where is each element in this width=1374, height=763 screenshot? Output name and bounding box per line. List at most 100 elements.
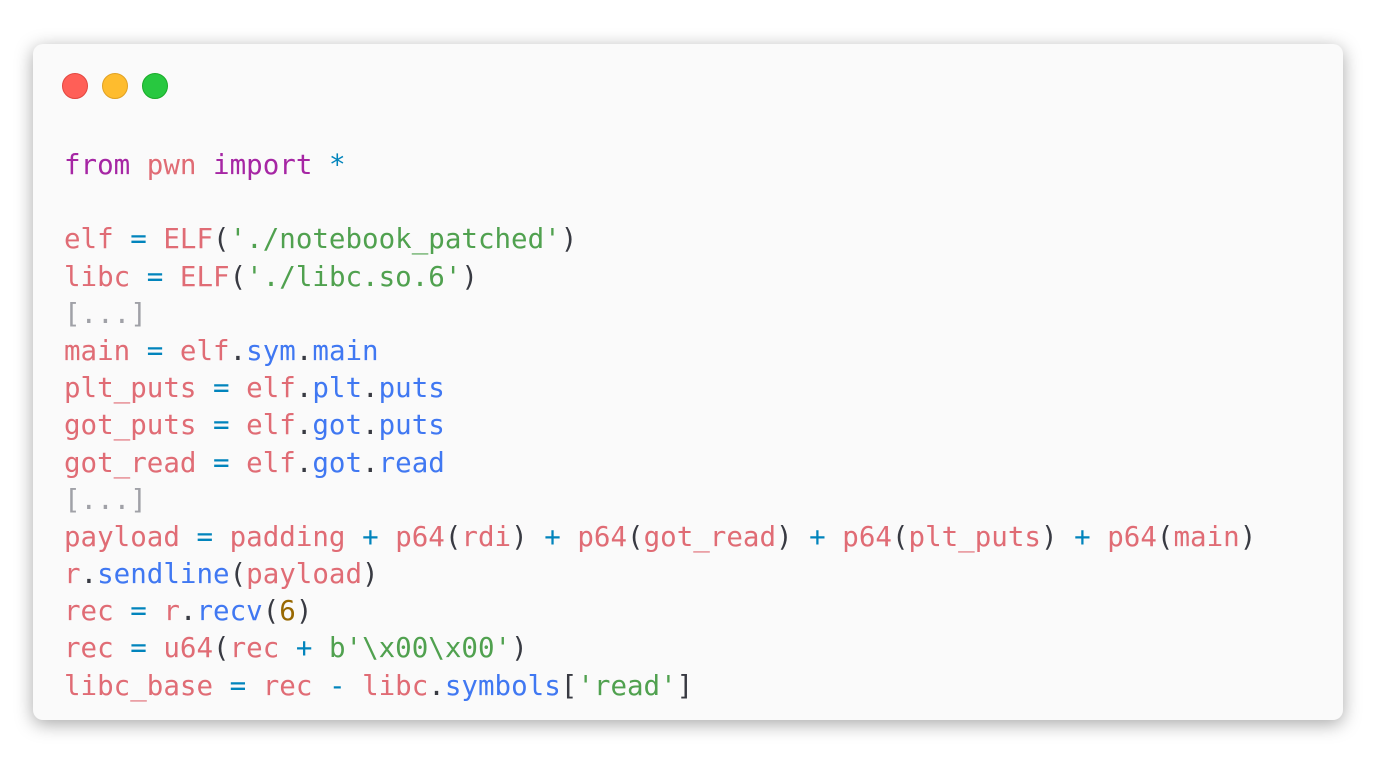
- code-token-punct: .: [179, 595, 197, 628]
- code-token-punct: .: [428, 669, 445, 702]
- code-token-op: =: [196, 520, 214, 553]
- code-line: [64, 184, 1256, 221]
- code-token-op: -: [328, 669, 346, 702]
- code-token-name: libc_base: [64, 669, 214, 702]
- code-token-name: elf: [179, 334, 230, 367]
- code-token-punct: [379, 521, 396, 553]
- code-token-punct: [196, 372, 213, 404]
- code-token-punct: [346, 521, 363, 553]
- code-token-attr: puts: [378, 372, 445, 405]
- code-token-name: payload: [64, 520, 180, 553]
- code-token-op: =: [213, 446, 230, 479]
- code-token-name: padding: [229, 520, 346, 553]
- code-token-name: rec: [64, 595, 114, 628]
- code-token-keyword: import: [213, 149, 313, 181]
- code-line: libc = ELF('./libc.so.6'): [64, 259, 1256, 296]
- code-token-name: ELF: [163, 223, 214, 256]
- code-token-punct: [1091, 521, 1108, 553]
- code-line: from pwn import *: [64, 147, 1256, 184]
- code-token-punct: ): [511, 632, 528, 665]
- code-token-name: elf: [246, 372, 296, 405]
- code-line: main = elf.sym.main: [64, 333, 1256, 370]
- code-token-attr: sym: [246, 334, 296, 367]
- code-token-punct: ]: [676, 669, 694, 702]
- code-token-punct: [561, 521, 578, 553]
- code-token-name: u64: [163, 632, 214, 665]
- code-token-punct: [826, 521, 843, 553]
- code-token-punct: ): [295, 595, 313, 628]
- code-window: from pwn import * elf = ELF('./notebook_…: [33, 44, 1343, 720]
- code-token-punct: [147, 632, 164, 664]
- code-token-punct: ): [511, 520, 528, 553]
- code-token-string: './libc.so.6': [246, 260, 462, 293]
- code-token-op: +: [544, 520, 561, 553]
- code-token-keyword: from: [64, 149, 131, 181]
- code-token-name: rec: [64, 632, 114, 665]
- code-token-punct: [230, 409, 247, 441]
- code-line: [...]: [64, 482, 1256, 519]
- code-token-punct: [213, 670, 230, 702]
- code-token-name: r: [163, 595, 180, 628]
- code-token-punct: .: [295, 334, 313, 367]
- code-token-name: got_read: [643, 520, 777, 553]
- close-dot-icon[interactable]: [62, 73, 88, 99]
- code-token-attr: recv: [196, 595, 263, 628]
- code-token-punct: .: [362, 372, 379, 405]
- code-token-name: elf: [64, 223, 114, 256]
- code-token-number: 6: [279, 595, 296, 628]
- code-token-name: ELF: [179, 260, 230, 293]
- code-token-op: =: [146, 260, 164, 293]
- code-token-name: elf: [246, 446, 296, 479]
- code-token-punct: ): [1040, 520, 1058, 553]
- code-token-name: payload: [246, 558, 363, 591]
- code-token-attr: puts: [378, 409, 445, 442]
- code-token-punct: ): [1239, 520, 1257, 553]
- zoom-dot-icon[interactable]: [142, 73, 168, 99]
- code-line: plt_puts = elf.plt.puts: [64, 370, 1256, 407]
- code-token-punct: [196, 149, 213, 181]
- code-token-punct: [196, 409, 213, 441]
- code-token-attr: got: [312, 446, 363, 479]
- code-token-punct: (: [891, 520, 909, 553]
- code-token-punct: (: [213, 223, 230, 256]
- code-token-op: +: [809, 520, 826, 553]
- code-token-punct: [196, 447, 213, 479]
- minimize-dot-icon[interactable]: [102, 73, 128, 99]
- code-line: got_puts = elf.got.puts: [64, 407, 1256, 444]
- code-token-punct: [793, 521, 810, 553]
- code-token-op: =: [213, 372, 230, 405]
- code-token-punct: (: [229, 558, 247, 591]
- code-token-name: libc: [362, 669, 429, 702]
- code-token-punct: (: [627, 520, 644, 553]
- code-line: r.sendline(payload): [64, 556, 1256, 593]
- code-token-punct: .: [80, 558, 98, 591]
- code-token-attr: read: [378, 446, 445, 479]
- code-token-punct: (: [229, 260, 247, 293]
- code-token-punct: .: [362, 446, 379, 479]
- code-token-punct: .: [295, 446, 313, 479]
- code-token-string: b'\x00\x00': [328, 632, 512, 665]
- code-token-punct: [180, 521, 197, 553]
- code-token-punct: [213, 521, 230, 553]
- code-token-punct: (: [213, 632, 230, 665]
- code-token-punct: ): [560, 223, 578, 256]
- code-token-attr: symbols: [444, 669, 561, 702]
- code-token-op: =: [130, 595, 147, 628]
- code-token-string: './notebook_patched': [229, 223, 561, 256]
- code-token-op: *: [328, 149, 346, 181]
- code-token-op: =: [146, 334, 164, 367]
- code-token-punct: (: [444, 520, 462, 553]
- code-token-punct: (: [1156, 520, 1174, 553]
- code-token-name: p64: [1107, 520, 1157, 553]
- code-token-punct: [528, 521, 545, 553]
- code-token-punct: [130, 335, 147, 367]
- code-token-punct: [230, 447, 247, 479]
- code-token-name: plt_puts: [908, 520, 1041, 553]
- code-token-op: =: [130, 632, 147, 665]
- code-token-attr: got: [312, 409, 363, 442]
- code-token-punct: [312, 149, 329, 181]
- code-token-punct: .: [295, 372, 313, 405]
- code-line: got_read = elf.got.read: [64, 445, 1256, 482]
- code-token-attr: sendline: [97, 558, 230, 591]
- code-token-op: =: [130, 223, 147, 256]
